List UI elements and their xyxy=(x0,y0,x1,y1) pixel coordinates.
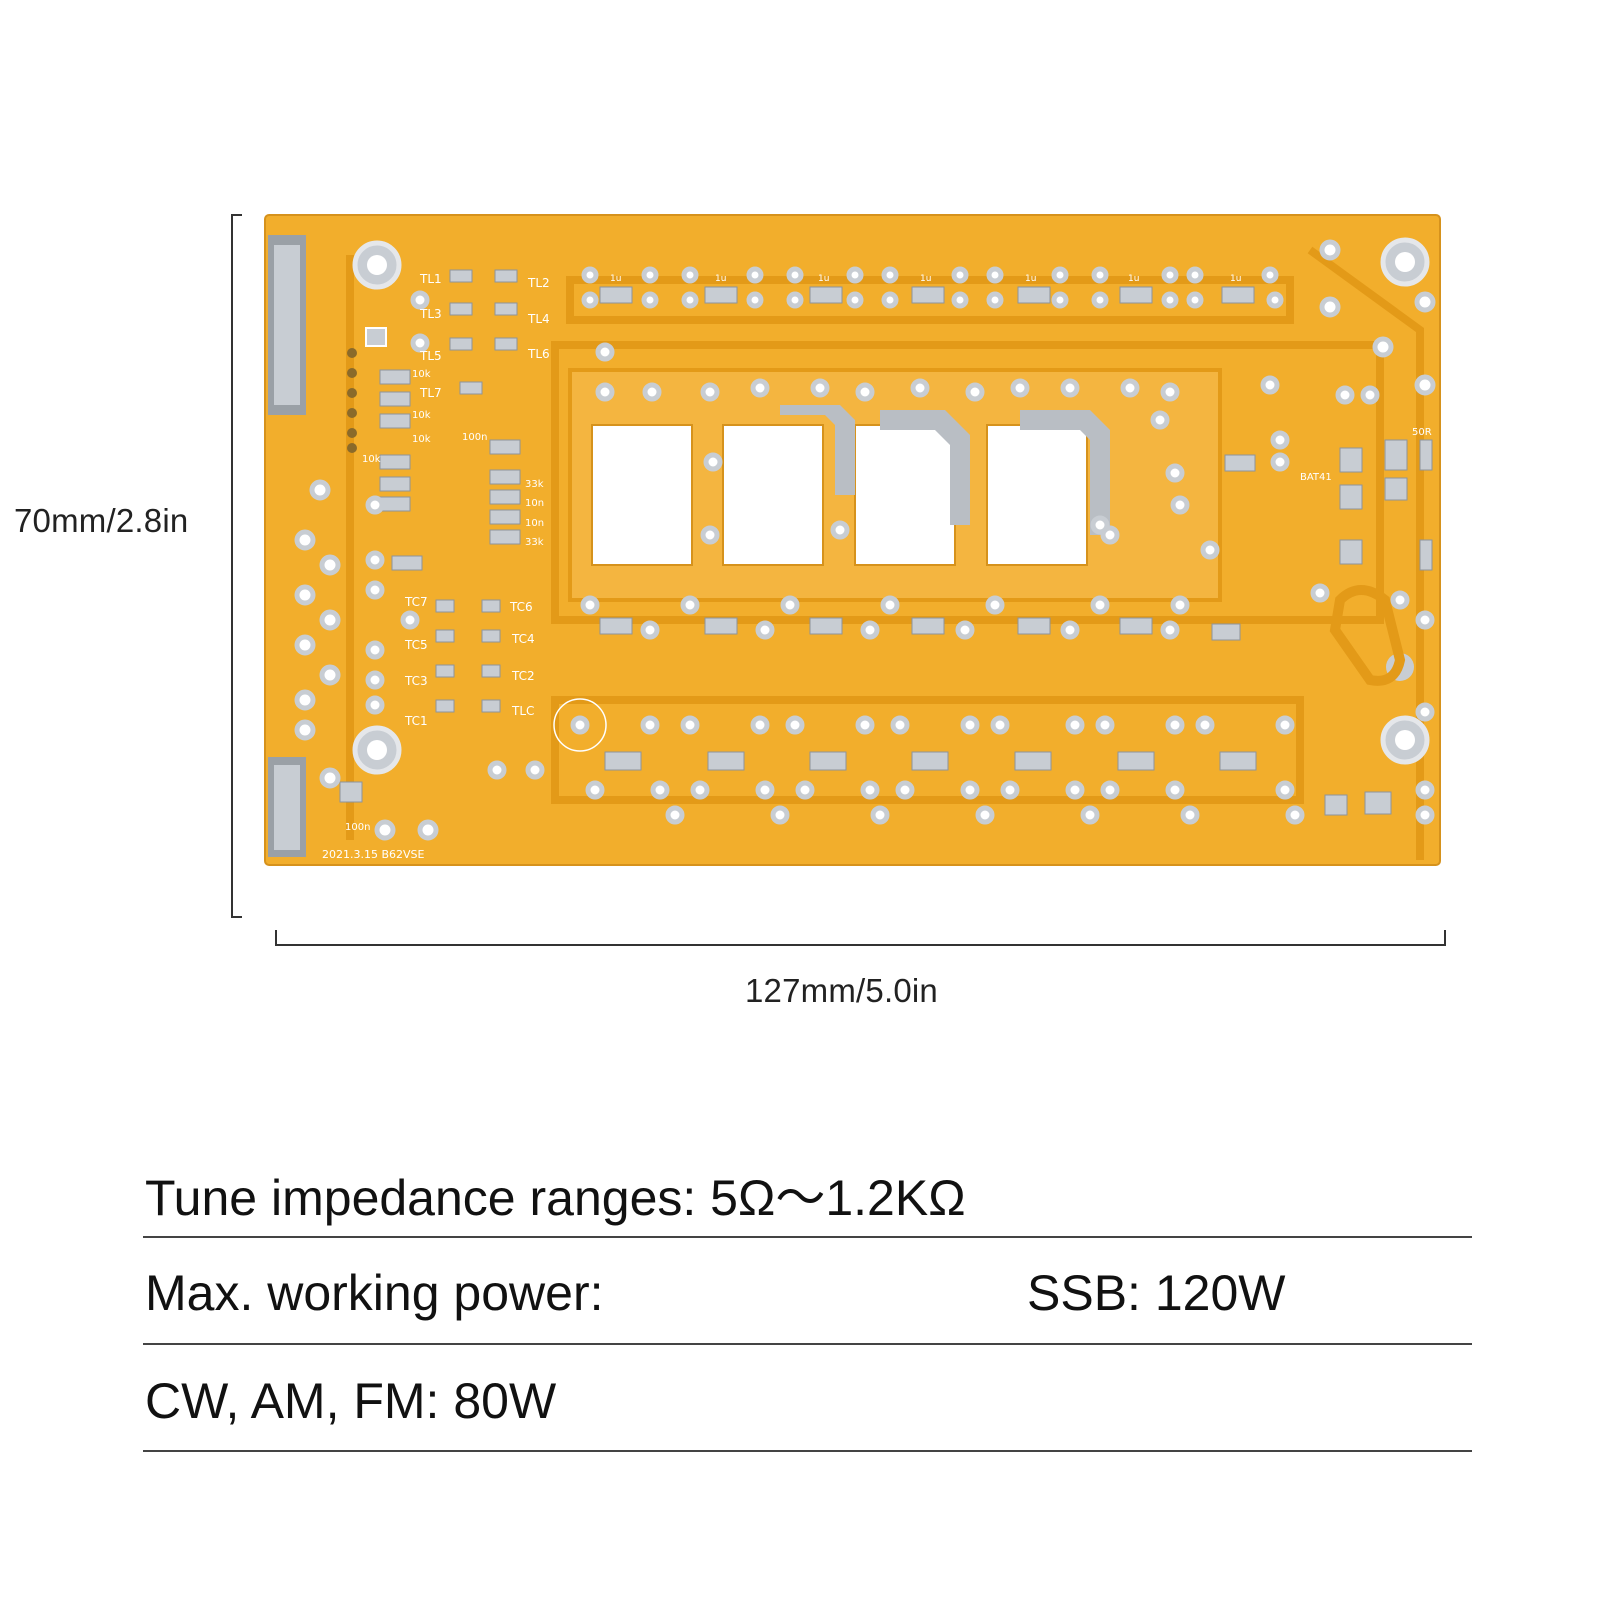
label-50r: 50R xyxy=(1412,427,1432,438)
width-dimension-label: 127mm/5.0in xyxy=(745,972,938,1009)
height-dimension-label: 70mm/2.8in xyxy=(14,502,189,539)
label-1u-7: 1u xyxy=(1230,274,1241,284)
label-bat: BAT41 xyxy=(1300,472,1332,483)
power-cw-am-fm: CW, AM, FM: 80W xyxy=(145,1373,557,1429)
edge-connector-top xyxy=(268,235,306,415)
label-1u-2: 1u xyxy=(715,274,726,284)
label-10k-4: 10k xyxy=(362,454,381,465)
mounting-holes xyxy=(352,237,1430,775)
power-label: Max. working power: xyxy=(145,1265,604,1321)
divider-1 xyxy=(143,1236,1472,1238)
impedance-spec: Tune impedance ranges: 5Ω～1.2KΩ xyxy=(145,1170,966,1226)
label-10k-3: 10k xyxy=(412,434,431,445)
label-tc1: TC1 xyxy=(404,714,428,728)
header-pins xyxy=(347,348,357,453)
power-ssb: SSB: 120W xyxy=(1027,1265,1286,1321)
through-hole-pads xyxy=(294,239,1436,841)
label-tl5: TL5 xyxy=(419,349,442,363)
height-dimension-bracket xyxy=(231,214,242,918)
label-tl6: TL6 xyxy=(527,347,550,361)
label-1u-3: 1u xyxy=(818,274,829,284)
oval-pad xyxy=(1329,585,1406,686)
divider-3 xyxy=(143,1450,1472,1452)
label-tl1: TL1 xyxy=(419,272,442,286)
label-33k-2: 33k xyxy=(525,537,544,548)
label-33k-1: 33k xyxy=(525,479,544,490)
label-1u-1: 1u xyxy=(610,274,621,284)
outline-circle xyxy=(553,698,607,752)
label-tl7: TL7 xyxy=(419,386,442,400)
silkscreen-labels: TL1 TL2 TL3 TL4 TL5 TL6 TL7 TC7 TC6 TC5 … xyxy=(322,272,1432,861)
label-tlc: TLC xyxy=(511,704,534,718)
divider-2 xyxy=(143,1343,1472,1345)
width-dimension-bracket xyxy=(275,930,1446,946)
label-1u-5: 1u xyxy=(1025,274,1036,284)
label-tc4: TC4 xyxy=(511,632,535,646)
label-tl4: TL4 xyxy=(527,312,550,326)
label-10k-1: 10k xyxy=(412,369,431,380)
silkscreen-date: 2021.3.15 B62VSE xyxy=(322,848,425,861)
label-10n-2: 10n xyxy=(525,518,544,529)
label-100n-2: 100n xyxy=(345,822,370,833)
label-tl3: TL3 xyxy=(419,307,442,321)
label-tc2: TC2 xyxy=(511,669,535,683)
label-100n-1: 100n xyxy=(462,432,487,443)
label-tc3: TC3 xyxy=(404,674,428,688)
label-10n-1: 10n xyxy=(525,498,544,509)
label-tc5: TC5 xyxy=(404,638,428,652)
smd-pads xyxy=(339,269,1433,816)
label-10k-2: 10k xyxy=(412,410,431,421)
label-1u-4: 1u xyxy=(920,274,931,284)
square-pad xyxy=(365,327,387,347)
label-tc7: TC7 xyxy=(404,595,428,609)
label-tc6: TC6 xyxy=(509,600,533,614)
label-tl2: TL2 xyxy=(527,276,550,290)
relay-cutouts xyxy=(591,424,1088,566)
trace-bands xyxy=(346,246,1424,860)
edge-connector-bottom xyxy=(268,757,306,857)
label-1u-6: 1u xyxy=(1128,274,1139,284)
